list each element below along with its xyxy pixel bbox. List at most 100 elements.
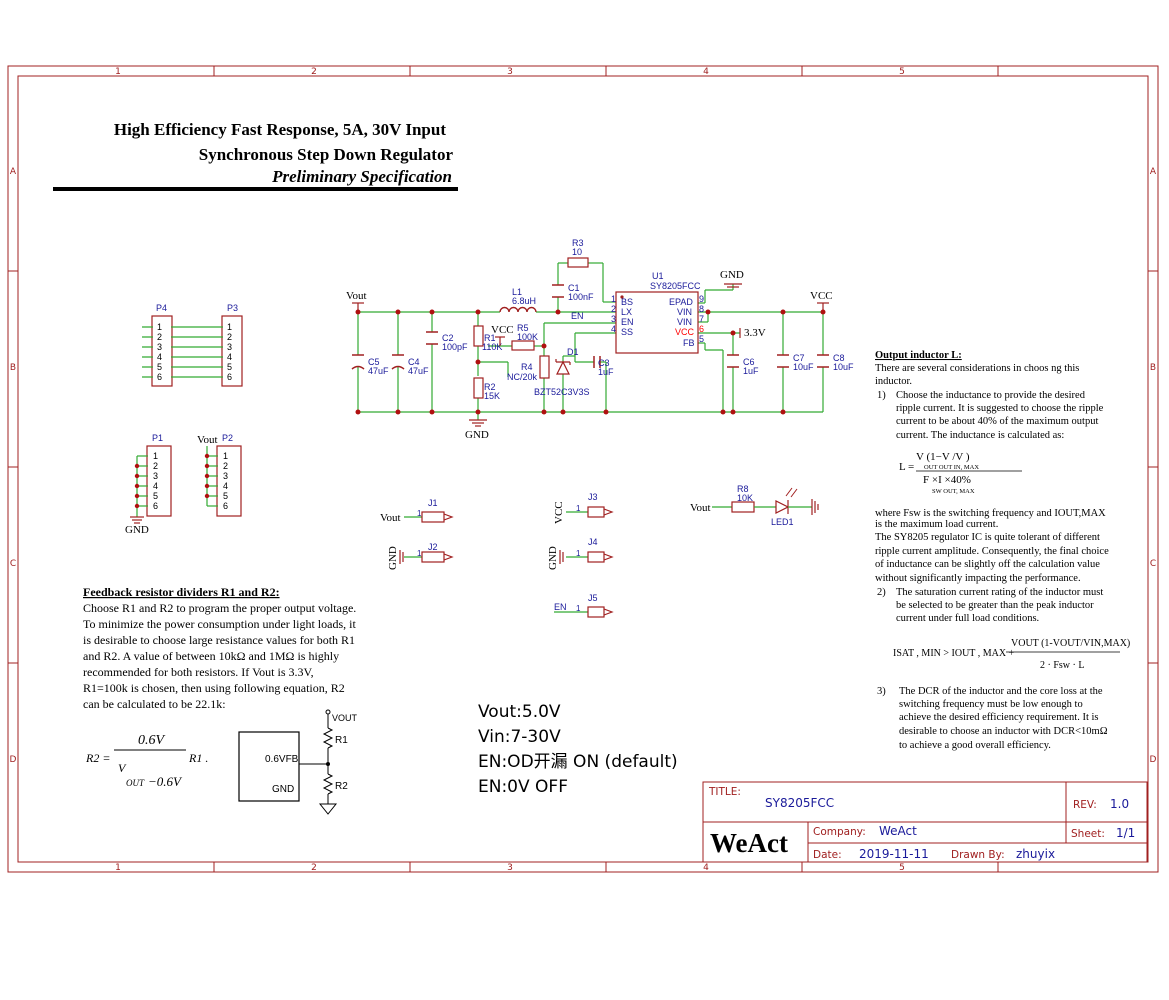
d1-zener-diode: D1 BZT52C3V3S <box>534 347 590 397</box>
sheet-frame <box>7 65 1159 873</box>
vout-net-label: Vout <box>380 512 401 524</box>
feedback-line: recommended for both resistors. If Vout … <box>83 665 314 679</box>
c8-ref: C8 <box>833 353 845 363</box>
j4-pad: GND J4 1 <box>547 537 614 570</box>
r3-resistor: R3 10 <box>567 238 589 268</box>
gnd-net-label: GND <box>547 546 559 570</box>
fb-pin-label: 0.6VFB <box>265 754 299 765</box>
u1-pin-name: SS <box>621 327 633 337</box>
p1-header: P1 GND 1 2 3 4 5 6 <box>125 433 172 536</box>
led1-symbol <box>775 500 790 514</box>
feedback-title: Feedback resistor dividers R1 and R2: <box>83 585 280 599</box>
c2-capacitor: C2 100pF <box>426 331 468 352</box>
u1-pin-num: 8 <box>699 304 704 314</box>
gnd-net-label: GND <box>125 524 149 536</box>
inductor-line: desirable to choose an inductor with DCR… <box>899 726 1108 737</box>
p2-pin-num: 6 <box>223 501 228 511</box>
frame-row-label: D <box>1150 755 1157 765</box>
r1-label: R1 <box>335 735 348 746</box>
inductor-line: is the maximum load current. <box>875 519 998 530</box>
item-num: 3) <box>877 686 886 697</box>
d1-ref: D1 <box>567 347 579 357</box>
inductor-line: current under full load conditions. <box>896 613 1039 624</box>
r2-value: 15K <box>484 391 500 401</box>
j3-pin: 1 <box>576 504 581 513</box>
u1-pin-name: BS <box>621 297 633 307</box>
header-line-2: Synchronous Step Down Regulator <box>199 145 454 164</box>
r2-ref: R2 <box>484 382 496 392</box>
feedback-line: Choose R1 and R2 to program the proper o… <box>83 601 356 615</box>
title-label: TITLE: <box>708 786 741 798</box>
p3-pin-num: 5 <box>227 362 232 372</box>
p1-pin-num: 3 <box>153 471 158 481</box>
frame-col-label: 2 <box>311 67 317 77</box>
c3-ref: C3 <box>598 358 610 368</box>
p3-ref: P3 <box>227 303 238 313</box>
title-value: SY8205FCC <box>765 796 834 810</box>
inductor-line: be selected to be greater than the peak … <box>896 600 1094 611</box>
p2-ref: P2 <box>222 433 233 443</box>
p2-pin-num: 3 <box>223 471 228 481</box>
u1-value: SY8205FCC <box>650 281 701 291</box>
feedback-line: is desirable to choose large resistance … <box>83 633 355 647</box>
p2-pin-num: 5 <box>223 491 228 501</box>
gnd-pin-label: GND <box>272 784 294 795</box>
eq2-lhs: ISAT , MIN > IOUT , MAX + <box>893 648 1015 659</box>
l1-value: 6.8uH <box>512 296 536 306</box>
drawn-value: zhuyix <box>1016 847 1055 861</box>
p2-pin-num: 2 <box>223 461 228 471</box>
test-pads: Vout J1 1 GND J2 1 VCC J3 1 GND <box>380 492 614 618</box>
led-circuit: Vout R8 10K LED1 <box>690 484 819 527</box>
inductor-title: Output inductor L: <box>875 350 962 361</box>
r5-value: 100K <box>517 332 538 342</box>
c6-capacitor: C6 1uF <box>727 354 759 376</box>
p1-pin-num: 1 <box>153 451 158 461</box>
feedback-notes: Feedback resistor dividers R1 and R2: Ch… <box>83 585 358 815</box>
eq2-den: 2 · Fsw · L <box>1040 660 1084 671</box>
inductor-line: Choose the inductance to provide the des… <box>896 390 1086 401</box>
frame-row-label: B <box>1150 363 1156 373</box>
frame-row-label: C <box>10 559 16 569</box>
u1-body <box>615 291 699 354</box>
j2-ref: J2 <box>428 542 438 552</box>
u1-pin-name: LX <box>621 307 632 317</box>
spec-line: Vout:5.0V <box>478 702 561 722</box>
u1-ic: U1 SY8205FCC 1 2 3 4 BS LX EN SS EPAD VI… <box>611 271 704 354</box>
j5-pin: 1 <box>576 604 581 613</box>
item-num: 1) <box>877 390 886 401</box>
p4-ref: P4 <box>156 303 167 313</box>
j2-pin: 1 <box>417 549 422 558</box>
eq1-num-sub: OUT OUT IN, MAX <box>924 464 979 471</box>
u1-pin-num: 5 <box>699 334 704 344</box>
en-net-label: EN <box>554 602 567 612</box>
frame-row-label: C <box>1150 559 1156 569</box>
u1-pin-name: VCC <box>675 327 695 337</box>
frame-row-label: A <box>1150 167 1157 177</box>
inductor-line: of inductance can be slightly off the ca… <box>875 559 1100 570</box>
p4-pin-num: 4 <box>157 352 162 362</box>
main-circuit: U1 SY8205FCC 1 2 3 4 BS LX EN SS EPAD VI… <box>346 238 854 441</box>
frame-row-label: D <box>10 755 17 765</box>
u1-pin-num: 4 <box>611 324 616 334</box>
r2-label: R2 <box>335 781 348 792</box>
c2-value: 100pF <box>442 342 468 352</box>
r3-ref: R3 <box>572 238 584 248</box>
c3-capacitor: C3 1uF <box>593 356 614 377</box>
r2-resistor: R2 15K <box>473 377 500 401</box>
r4-ref: R4 <box>521 362 533 372</box>
inductor-line: The DCR of the inductor and the core los… <box>899 686 1103 697</box>
frame-row-label: B <box>10 363 16 373</box>
vout-net-label: Vout <box>197 434 218 446</box>
spec-line: EN:OD开漏 ON (default) <box>478 752 678 772</box>
frame-labels: 1 2 3 4 5 1 2 3 4 5 A B C D A B C D <box>10 67 1157 873</box>
p1-ref: P1 <box>152 433 163 443</box>
vout-label: VOUT <box>332 713 358 723</box>
u1-ref: U1 <box>652 271 664 281</box>
weact-logo: WeAct <box>710 828 788 858</box>
inductor-line: The saturation current rating of the ind… <box>896 587 1103 598</box>
eq-den-sub: OUT <box>126 778 145 788</box>
r5-resistor: R5 100K <box>511 323 538 351</box>
u1-pin-num: 6 <box>699 324 704 334</box>
sheet-value: 1/1 <box>1116 826 1135 840</box>
